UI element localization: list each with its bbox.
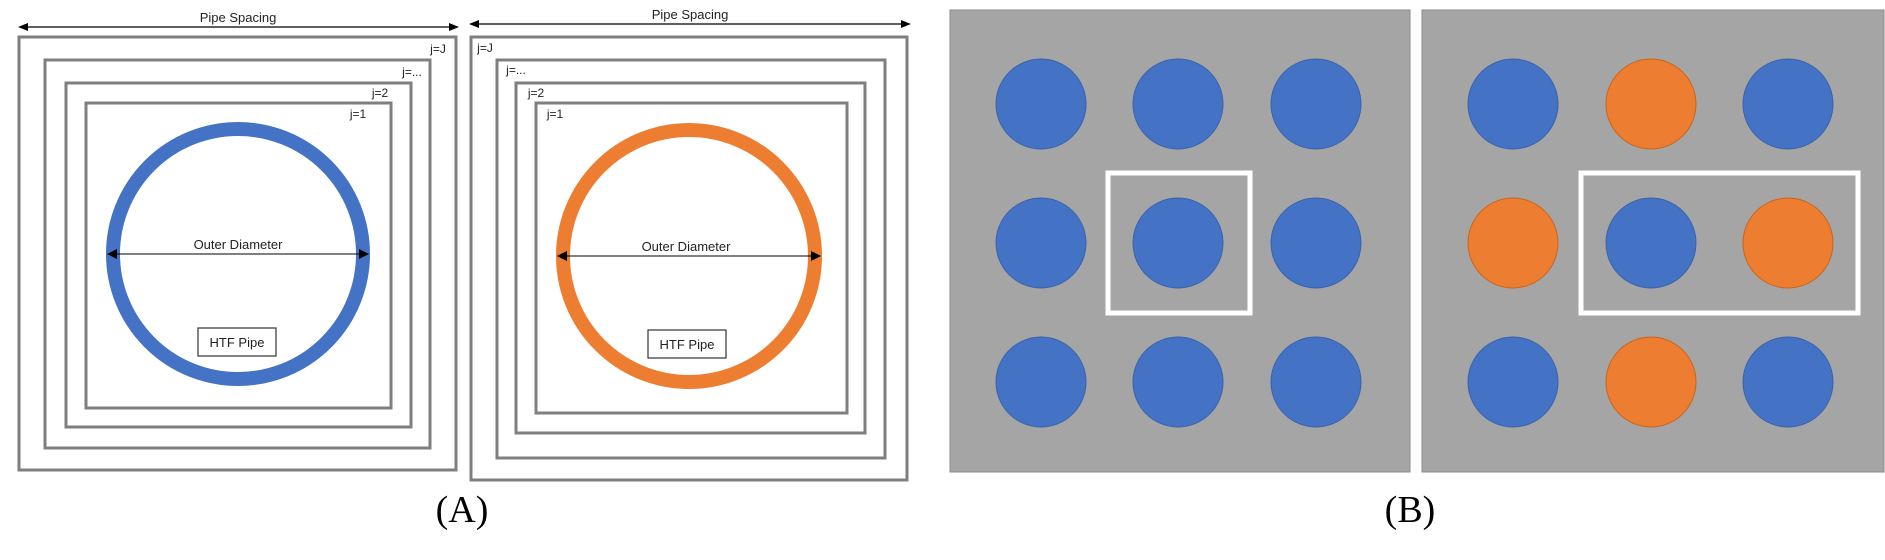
unit-cell-highlight (1578, 170, 1861, 316)
ring-j-dots (43, 58, 432, 450)
ring-label-1: j=1 (349, 107, 367, 121)
pipe-orange (1605, 58, 1697, 150)
arrowhead-left-icon (18, 23, 28, 31)
diameter-arrowhead-right-icon (359, 249, 369, 259)
ring-j-1 (84, 101, 393, 410)
panel-a-left-cell: Pipe Spacing j=J j=... j=2 j=1 Outer Dia… (17, 10, 459, 472)
ring-label-J: j=J (476, 41, 493, 55)
pipe-blue (1270, 336, 1362, 428)
panel-b-left-grid (949, 9, 1411, 473)
diameter-arrowhead-right-icon (811, 251, 821, 261)
ring-j-dots (495, 58, 887, 460)
panel-b-right-grid (1421, 9, 1885, 473)
caption-b: (B) (1385, 489, 1436, 531)
arrowhead-right-icon (449, 23, 459, 31)
diameter-arrowhead-left-icon (557, 251, 567, 261)
ring-label-dots: j=... (505, 63, 526, 77)
htf-pipe-label: HTF Pipe (660, 337, 715, 352)
pipe-blue (995, 336, 1087, 428)
htf-pipe-label: HTF Pipe (210, 335, 265, 350)
pipe-blue (995, 197, 1087, 289)
ring-label-dots: j=... (401, 65, 422, 79)
htf-pipe-label-box (197, 327, 277, 357)
htf-pipe-label-box (647, 329, 727, 359)
pipe-blue (1467, 336, 1559, 428)
ring-j-2 (64, 81, 413, 429)
diameter-label: Outer Diameter (642, 239, 732, 254)
arrowhead-right-icon (901, 20, 911, 28)
pipe-orange (1467, 197, 1559, 289)
ring-j-2 (514, 81, 867, 435)
pipe-blue (1132, 197, 1224, 289)
pipe-blue (1742, 58, 1834, 150)
diameter-arrowhead-left-icon (107, 249, 117, 259)
diameter-label: Outer Diameter (194, 237, 284, 252)
pipe-blue (1132, 58, 1224, 150)
caption-a: (A) (436, 489, 489, 531)
ring-label-2: j=2 (371, 86, 389, 100)
pipe-blue (1467, 58, 1559, 150)
pipe-blue (1132, 336, 1224, 428)
arrowhead-left-icon (469, 20, 479, 28)
spacing-label: Pipe Spacing (200, 10, 277, 25)
pipe-blue (1605, 197, 1697, 289)
pipe-blue (1742, 336, 1834, 428)
ring-j-J (17, 35, 458, 472)
pipe-blue (995, 58, 1087, 150)
spacing-label: Pipe Spacing (652, 7, 729, 22)
pipe-blue (1270, 197, 1362, 289)
pipe-orange (1605, 336, 1697, 428)
ring-j-1 (534, 101, 849, 415)
pipe-orange (1742, 197, 1834, 289)
panel-a-right-cell: Pipe Spacing j=J j=... j=2 j=1 Outer Dia… (469, 7, 911, 482)
ring-label-2: j=2 (527, 86, 545, 100)
ring-j-J (469, 35, 909, 482)
ring-label-1: j=1 (546, 107, 564, 121)
ring-label-J: j=J (429, 42, 446, 56)
unit-cell-highlight (1105, 170, 1253, 316)
pipe-blue (1270, 58, 1362, 150)
